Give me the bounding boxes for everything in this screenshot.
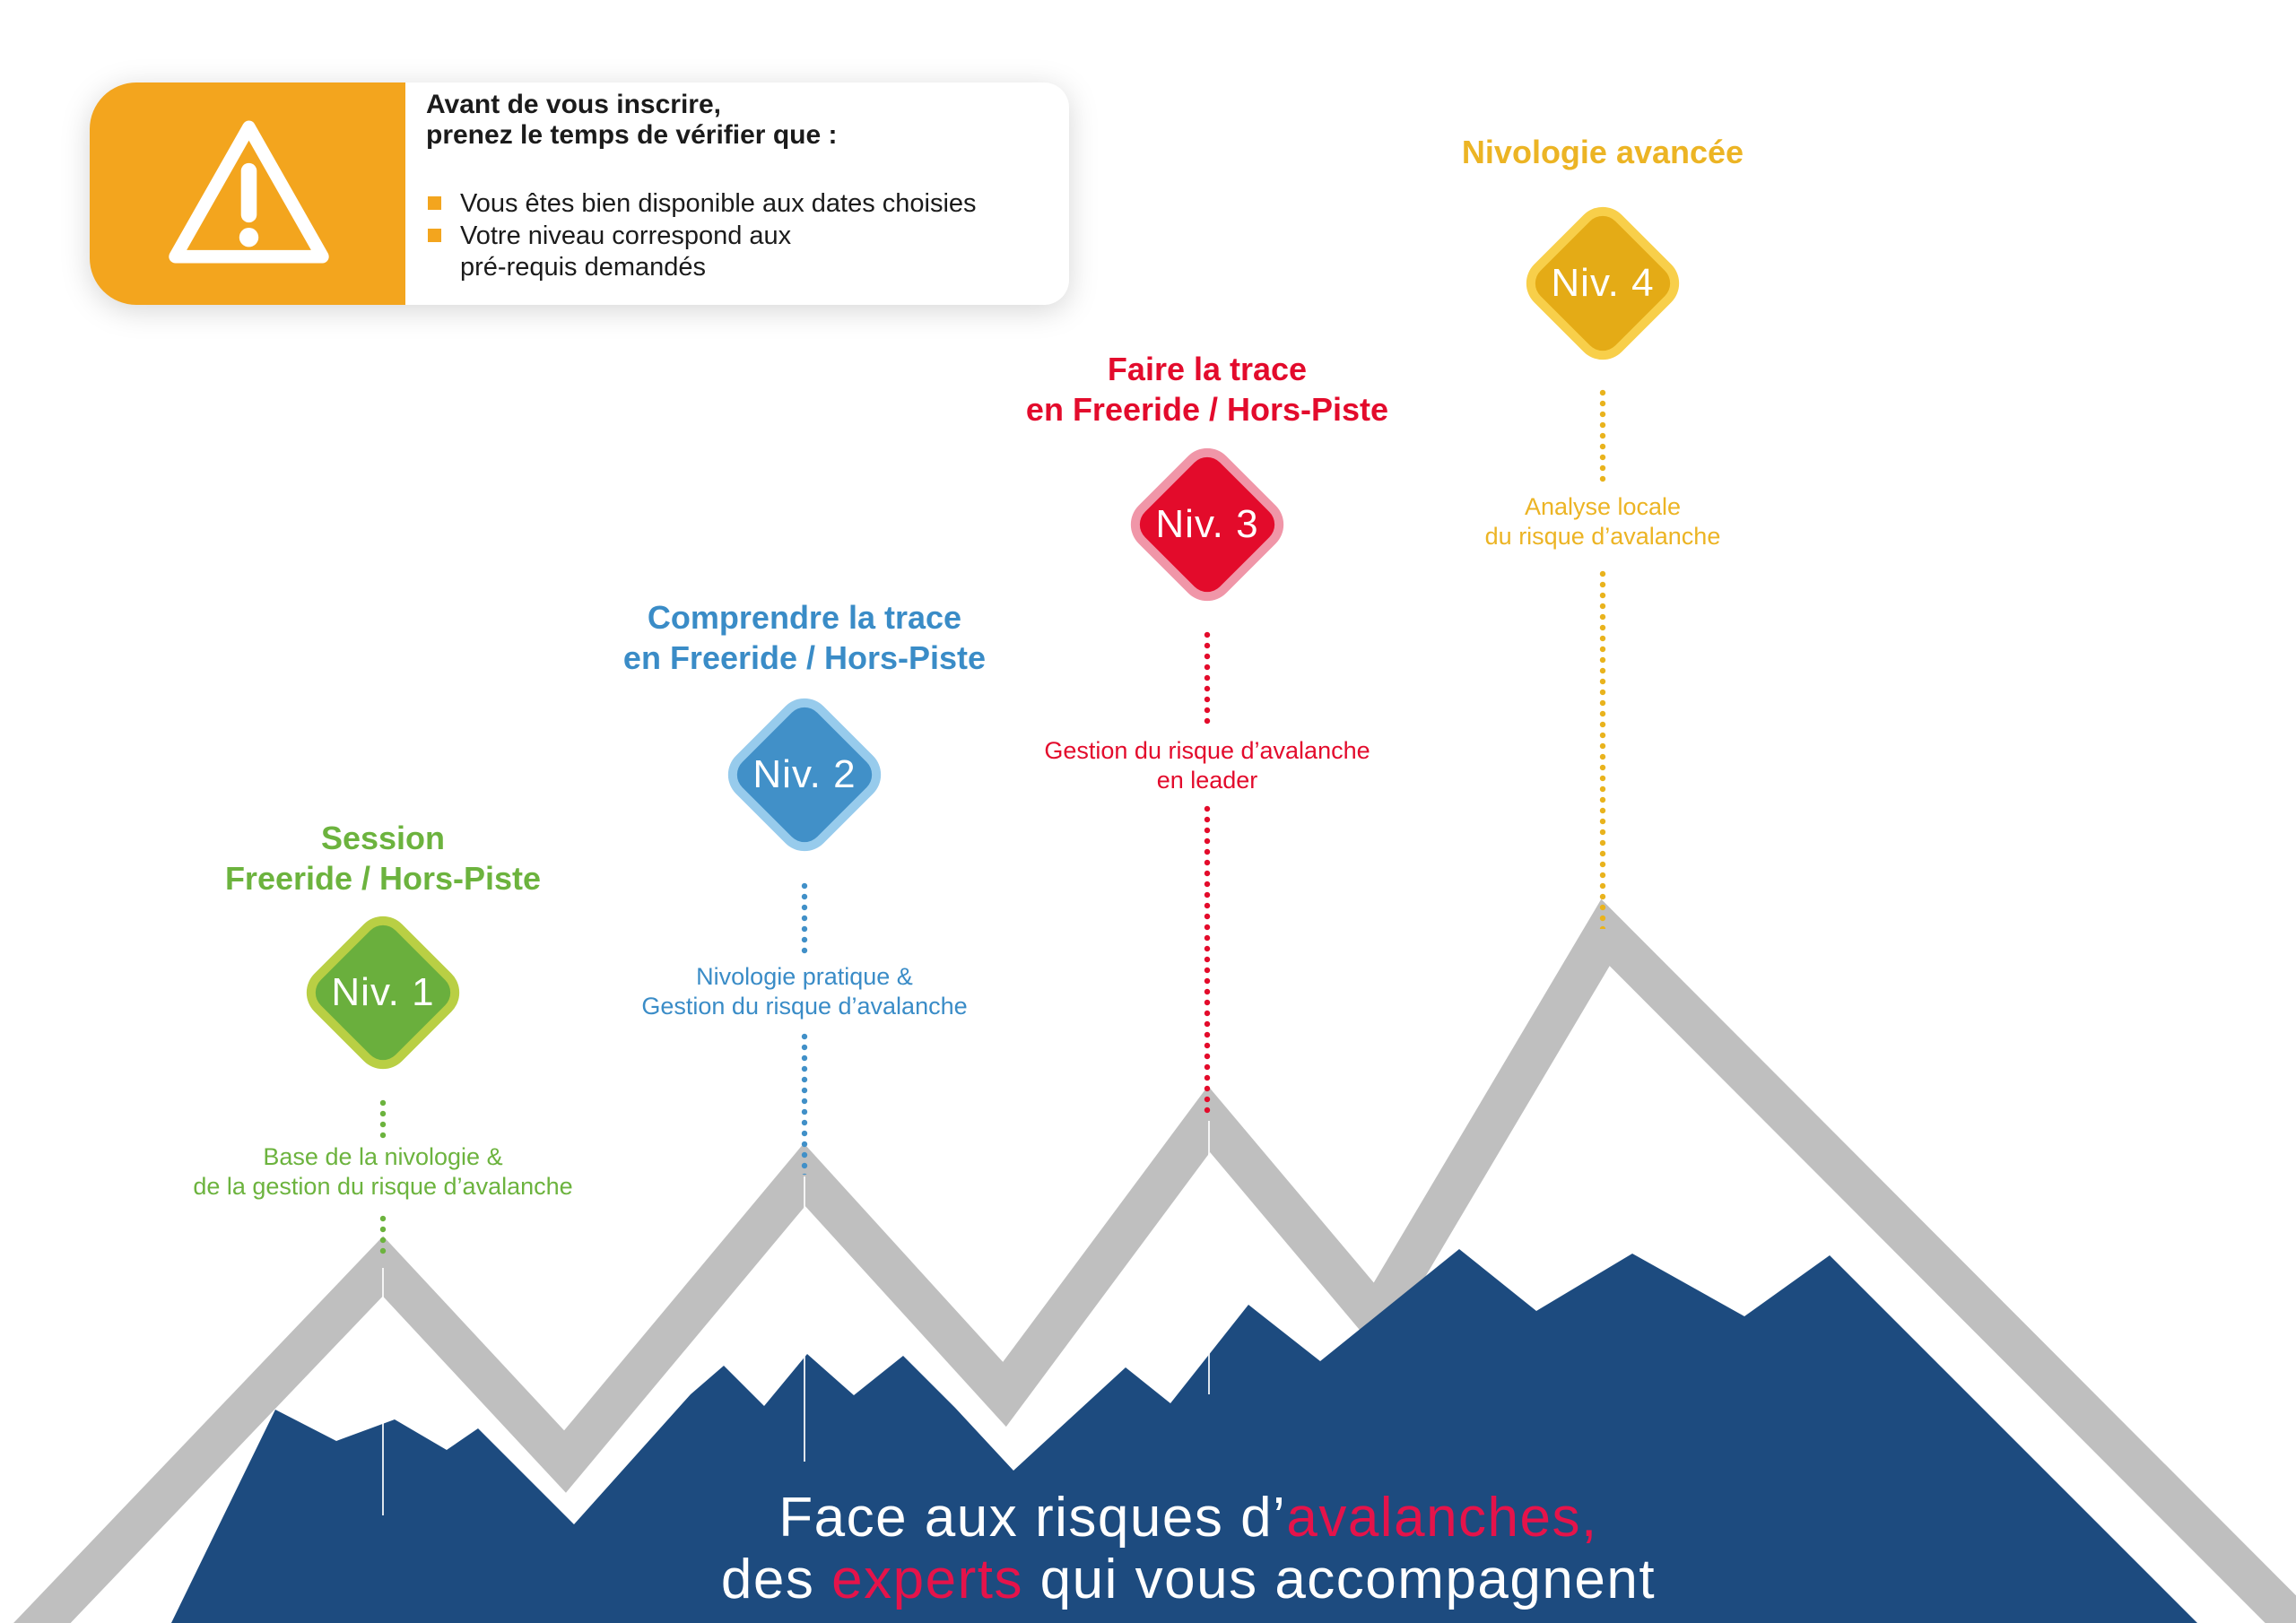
level1-title: Session Freeride / Hors-Piste <box>224 820 542 897</box>
level2-dotted-connector <box>801 1031 808 1175</box>
level1-dotted-connector <box>379 1213 387 1258</box>
level2-badge: Niv. 2 <box>717 687 892 863</box>
mountain-blue-massif <box>170 1249 2197 1623</box>
level3-badge-label: Niv. 3 <box>1155 502 1259 546</box>
bottom-headline: Face aux risques d’avalanches, des exper… <box>471 1487 1906 1610</box>
mountain-ridge-line <box>13 898 2296 1623</box>
level2-dotted-connector <box>801 881 808 956</box>
level1-description: Base de la nivologie & de la gestion du … <box>193 1143 573 1200</box>
warning-item-label: Votre niveau correspond aux pré-requis d… <box>460 221 792 282</box>
headline-highlight: experts <box>831 1549 1023 1610</box>
level2-description: Nivologie pratique & Gestion du risque d… <box>641 963 968 1020</box>
level1-badge-label: Niv. 1 <box>331 970 435 1014</box>
level4-badge: Niv. 4 <box>1515 195 1691 371</box>
square-bullet-icon <box>428 229 441 242</box>
warning-checklist-item: Vous êtes bien disponible aux dates choi… <box>428 188 977 220</box>
headline-highlight: avalanches <box>1286 1487 1582 1549</box>
headline-text: Face aux risques d’ <box>778 1487 1287 1549</box>
headline-line2: des experts qui vous accompagnent <box>471 1549 1906 1610</box>
level3-dotted-connector <box>1204 629 1211 726</box>
level2-badge-label: Niv. 2 <box>752 752 857 796</box>
warning-card-white-panel <box>405 82 1069 305</box>
level3-description: Gestion du risque d’avalanche en leader <box>1044 737 1370 794</box>
level3-title: Faire la trace en Freeride / Hors-Piste <box>1025 351 1389 428</box>
level4-dotted-connector <box>1599 568 1606 929</box>
level2-title: Comprendre la trace en Freeride / Hors-P… <box>622 599 987 676</box>
level1-badge: Niv. 1 <box>295 905 471 1081</box>
headline-text: , <box>1581 1487 1598 1549</box>
warning-item-label: Vous êtes bien disponible aux dates choi… <box>460 189 977 218</box>
level4-dotted-connector <box>1599 387 1606 484</box>
level1-dotted-connector <box>379 1098 387 1141</box>
warning-triangle-icon <box>169 120 329 264</box>
level3-dotted-connector <box>1204 803 1211 1117</box>
level4-description: Analyse locale du risque d’avalanche <box>1484 493 1721 550</box>
level4-title: Nivologie avancée <box>1461 134 1744 170</box>
level4-badge-label: Niv. 4 <box>1551 261 1655 305</box>
square-bullet-icon <box>428 196 441 210</box>
warning-heading: Avant de vous inscrire, prenez le temps … <box>426 90 838 150</box>
warning-checklist-item: Votre niveau correspond aux pré-requis d… <box>428 221 977 283</box>
level3-badge: Niv. 3 <box>1119 437 1295 612</box>
headline-text: qui vous accompagnent <box>1022 1549 1657 1610</box>
headline-line1: Face aux risques d’avalanches, <box>471 1487 1906 1549</box>
peak-hairlines <box>382 1121 1210 1515</box>
warning-checklist: Vous êtes bien disponible aux dates choi… <box>428 188 977 284</box>
headline-text: des <box>720 1549 832 1610</box>
